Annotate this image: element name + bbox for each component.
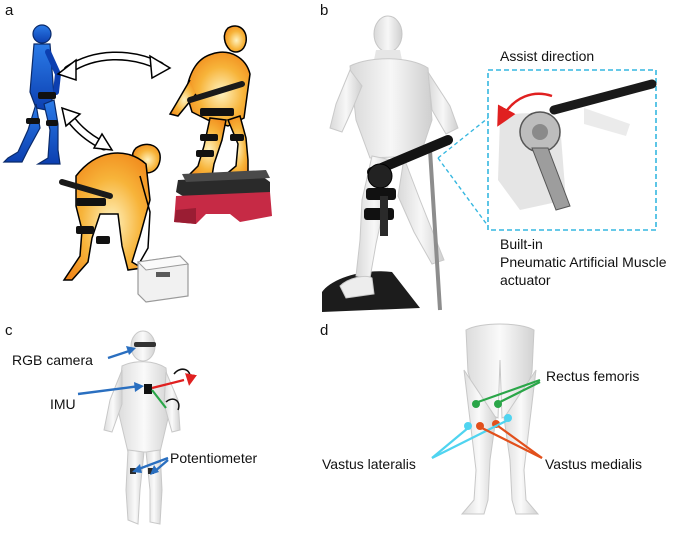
transition-arrow-upper [56, 51, 172, 82]
imu-label: IMU [50, 396, 76, 412]
crutch [428, 149, 442, 311]
inset-box [487, 69, 657, 231]
mannequin [329, 15, 459, 299]
rgb-camera-label: RGB camera [12, 352, 93, 368]
legs-model-d [460, 323, 540, 515]
vastus-lateralis-line-1 [431, 427, 469, 459]
vastus-medialis-line-2 [497, 425, 543, 459]
lifting-figure-orange [59, 143, 161, 281]
rectus-femoris-label: Rectus femoris [546, 368, 640, 384]
actuator-label-line2: Pneumatic Artificial Muscle [500, 254, 667, 270]
imu-axis-red [151, 378, 185, 390]
lifting-box [136, 255, 190, 303]
transition-arrow-lower [60, 106, 114, 151]
vastus-lateralis-marker-left [464, 422, 472, 430]
imu-rotation-arrow-1 [173, 368, 197, 386]
panel-label-d: d [320, 322, 329, 339]
walking-figure-blue [2, 24, 62, 165]
human-model-c [103, 330, 181, 525]
rectus-femoris-line-2 [499, 381, 541, 403]
potentiometer-pointer-1 [135, 456, 169, 472]
vastus-medialis-label: Vastus medialis [545, 456, 643, 472]
imu-pointer [77, 384, 141, 396]
vastus-lateralis-label: Vastus lateralis [322, 456, 416, 472]
panel-label-b: b [320, 2, 329, 19]
callout-line-bottom [437, 157, 489, 227]
knee-exoskeleton [364, 135, 453, 236]
panel-label-c: c [5, 322, 13, 339]
imu-rotation-arrow-2 [165, 398, 180, 411]
panel-label-a: a [5, 2, 14, 19]
step-up-figure-orange [168, 25, 251, 177]
imu-axis-green [151, 389, 167, 409]
assist-direction-label: Assist direction [500, 48, 595, 64]
callout-line-top [437, 117, 489, 159]
assist-direction-arrow [497, 92, 553, 127]
vastus-lateralis-line-2 [431, 419, 509, 459]
actuator-closeup [498, 79, 657, 211]
rectus-femoris-line-1 [477, 378, 541, 404]
step-platform [174, 170, 272, 224]
actuator-label-line1: Built-in [500, 236, 543, 252]
vastus-medialis-line-1 [481, 427, 543, 459]
actuator-label-line3: actuator [500, 272, 551, 288]
potentiometer-label: Potentiometer [170, 450, 258, 466]
